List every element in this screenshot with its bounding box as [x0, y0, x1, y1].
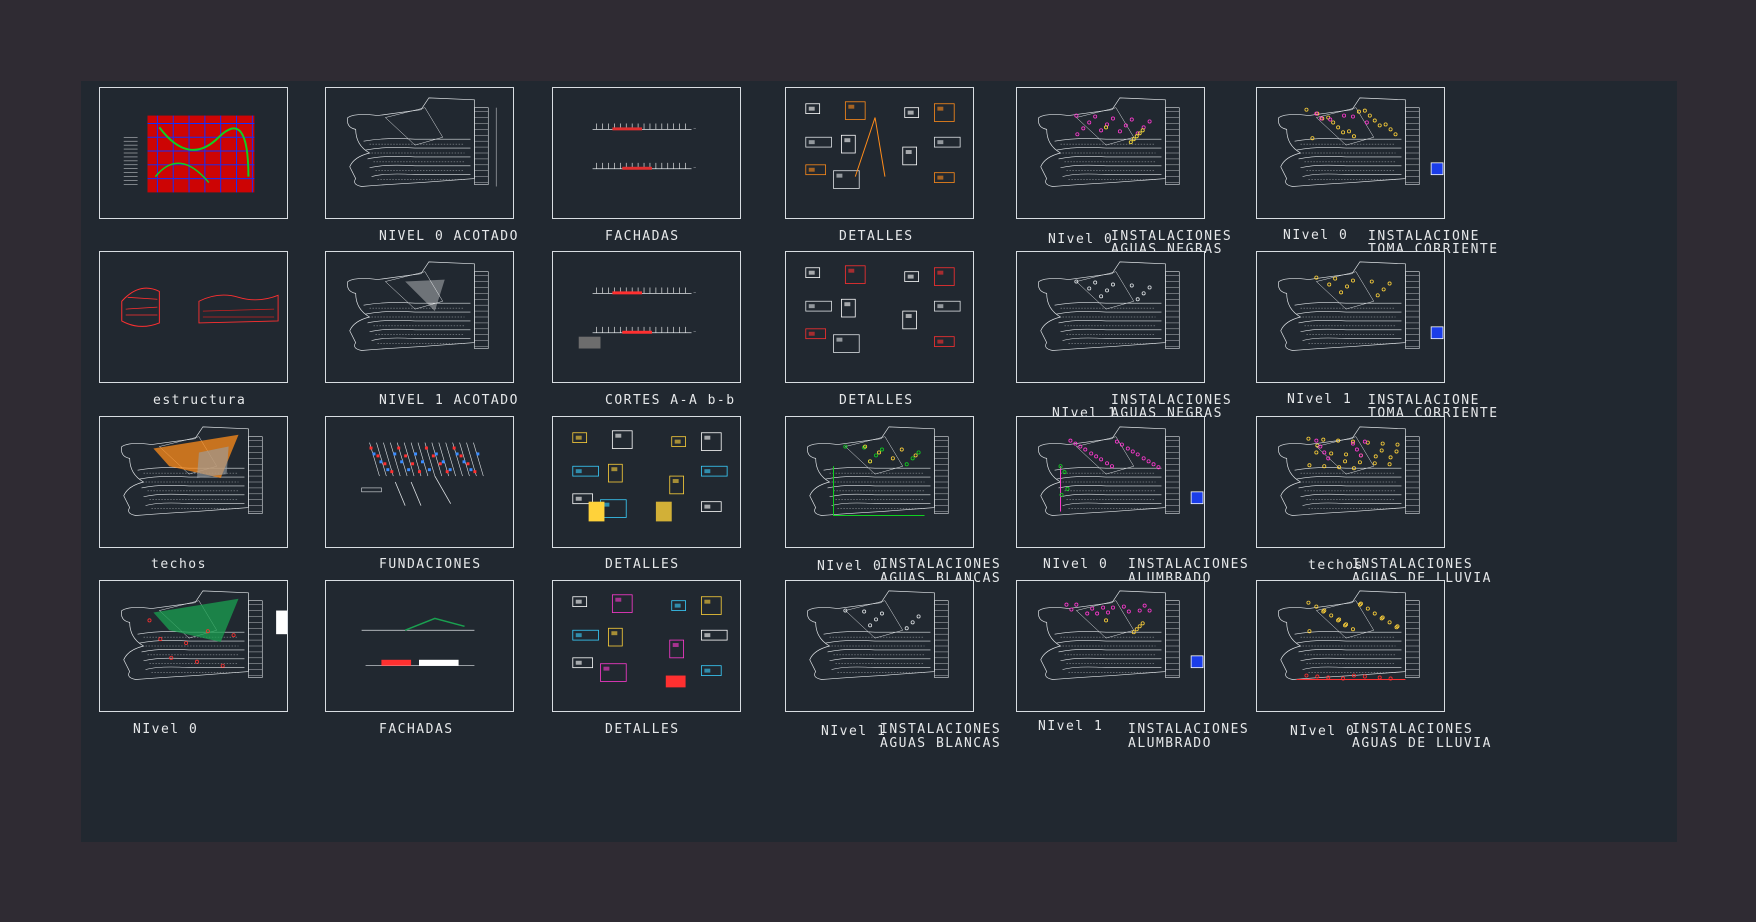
sheet-label-r4c4-0: NIvel 1	[821, 724, 887, 739]
sheet-thumbnail-r3c3[interactable]	[552, 416, 741, 548]
sheet-thumbnail-r1c6[interactable]	[1256, 87, 1445, 219]
sheet-thumbnail-r1c1[interactable]	[99, 87, 288, 219]
sheet-label-r1c5-0: NIvel 0	[1048, 232, 1114, 247]
drawing-preview	[572, 594, 728, 688]
drawing-preview	[123, 115, 255, 193]
sheet-label-r2c2-0: NIVEL 1 ACOTADO	[379, 393, 519, 408]
sheet-label-r4c1-0: NIvel 0	[133, 722, 199, 737]
drawing-preview	[1278, 426, 1420, 516]
sheet-label-r3c2-0: FUNDACIONES	[379, 557, 482, 572]
sheet-thumbnail-r3c6[interactable]	[1256, 416, 1445, 548]
sheet-thumbnail-r3c2[interactable]	[325, 416, 514, 548]
sheet-label-r3c1-0: techos	[151, 557, 207, 572]
sheet-thumbnail-r4c1[interactable]	[99, 580, 288, 712]
sheet-label-r2c6-0: NIvel 1	[1287, 392, 1353, 407]
sheet-label-r3c5-1: INSTALACIONES	[1128, 557, 1250, 572]
sheet-label-r1c4-0: DETALLES	[839, 229, 914, 244]
drawing-preview	[805, 265, 961, 353]
drawing-preview	[572, 430, 728, 522]
sheet-label-r4c4-1: INSTALACIONES	[880, 722, 1002, 737]
sheet-label-r2c1-0: estructura	[153, 393, 247, 408]
sheet-label-r1c5-1: INSTALACIONES	[1111, 229, 1233, 244]
sheet-label-r4c6-0: NIvel 0	[1290, 724, 1356, 739]
sheet-label-r4c3-0: DETALLES	[605, 722, 680, 737]
sheet-label-r3c5-0: NIvel 0	[1043, 557, 1109, 572]
sheet-thumbnail-r1c3[interactable]: ——	[552, 87, 741, 219]
sheet-thumbnail-r2c4[interactable]	[785, 251, 974, 383]
drawing-preview: ——	[578, 287, 697, 349]
sheet-thumbnail-r2c3[interactable]: ——	[552, 251, 741, 383]
sheet-thumbnail-r2c1[interactable]	[99, 251, 288, 383]
sheet-thumbnail-r3c4[interactable]	[785, 416, 974, 548]
drawing-preview	[361, 442, 484, 506]
drawing-preview	[1038, 426, 1204, 516]
sheet-thumbnail-r3c5[interactable]	[1016, 416, 1205, 548]
drawing-preview	[1278, 261, 1444, 351]
sheet-label-r1c3-0: FACHADAS	[605, 229, 680, 244]
sheet-thumbnail-r1c5[interactable]	[1016, 87, 1205, 219]
drawing-preview	[1038, 590, 1204, 680]
sheet-thumbnail-r2c6[interactable]	[1256, 251, 1445, 383]
sheet-label-r4c6-2: AGUAS DE LLUVIA	[1352, 736, 1492, 751]
sheet-label-r3c6-0: techos	[1308, 558, 1364, 573]
drawing-preview	[347, 97, 497, 187]
sheet-thumbnail-r4c3[interactable]	[552, 580, 741, 712]
drawing-preview	[1278, 97, 1444, 187]
sheet-label-r1c2-0: NIVEL 0 ACOTADO	[379, 229, 519, 244]
drawing-preview	[805, 101, 961, 189]
drawing-preview	[121, 426, 263, 516]
drawing-preview	[121, 287, 279, 327]
svg-text:—: —	[693, 165, 696, 170]
drawing-preview	[361, 617, 475, 667]
svg-text:—: —	[693, 289, 696, 294]
sheet-label-r4c5-1: INSTALACIONES	[1128, 722, 1250, 737]
sheet-label-r1c6-1: INSTALACIONE	[1368, 229, 1480, 244]
sheet-label-r4c5-0: NIvel 1	[1038, 719, 1104, 734]
svg-text:—: —	[693, 329, 696, 334]
sheet-label-r3c3-0: DETALLES	[605, 557, 680, 572]
sheet-thumbnail-r3c1[interactable]	[99, 416, 288, 548]
sheet-label-r3c4-0: NIvel 0	[817, 559, 883, 574]
drawing-preview: ——	[592, 123, 697, 170]
sheet-label-r3c6-1: INSTALACIONES	[1352, 557, 1474, 572]
sheet-label-r4c2-0: FACHADAS	[379, 722, 454, 737]
drawing-preview	[1278, 590, 1420, 681]
sheet-label-r4c4-2: AGUAS BLANCAS	[880, 736, 1002, 751]
sheet-label-r2c4-0: DETALLES	[839, 393, 914, 408]
sheet-thumbnail-r4c6[interactable]	[1256, 580, 1445, 712]
drawing-preview	[121, 590, 287, 680]
sheet-label-r2c3-0: CORTES A-A b-b	[605, 393, 736, 408]
sheet-label-r3c4-1: INSTALACIONES	[880, 557, 1002, 572]
sheet-thumbnail-r2c5[interactable]	[1016, 251, 1205, 383]
sheet-thumbnail-r4c5[interactable]	[1016, 580, 1205, 712]
sheet-label-r2c5-1: INSTALACIONES	[1111, 393, 1233, 408]
drawing-preview	[807, 426, 949, 516]
sheet-thumbnail-r1c2[interactable]	[325, 87, 514, 219]
drawing-preview	[807, 590, 949, 680]
drawing-preview	[347, 261, 489, 351]
drawing-preview	[1038, 97, 1180, 187]
sheet-label-r2c6-1: INSTALACIONE	[1368, 393, 1480, 408]
sheet-thumbnail-r4c2[interactable]	[325, 580, 514, 712]
sheet-label-r4c6-1: INSTALACIONES	[1352, 722, 1474, 737]
sheet-label-r4c5-2: ALUMBRADO	[1128, 736, 1212, 751]
sheet-thumbnail-r1c4[interactable]	[785, 87, 974, 219]
svg-text:—: —	[693, 125, 696, 130]
drawing-preview	[1038, 261, 1180, 351]
sheet-thumbnail-r2c2[interactable]	[325, 251, 514, 383]
sheet-label-r1c6-0: NIvel 0	[1283, 228, 1349, 243]
sheet-thumbnail-r4c4[interactable]	[785, 580, 974, 712]
